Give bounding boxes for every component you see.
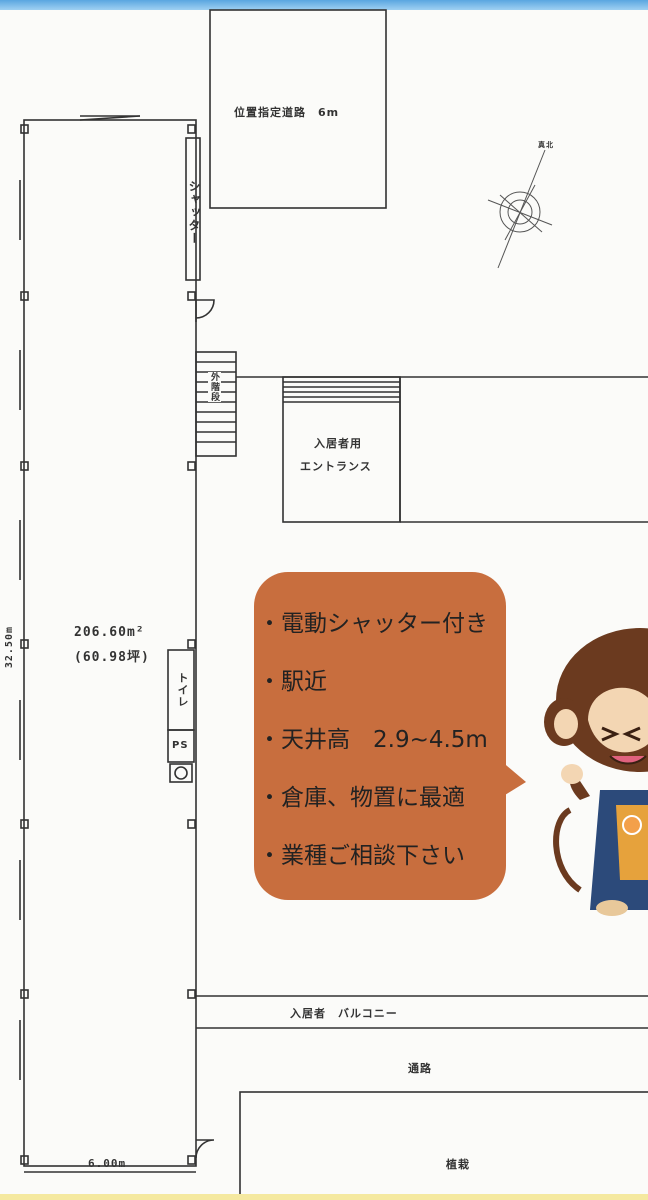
designated-road [209, 9, 387, 209]
orange-badge-icon [622, 815, 642, 835]
shutter-label: シャッター [187, 180, 201, 245]
passage-label: 通路 [408, 1062, 432, 1075]
road-label: 位置指定道路 6m [234, 106, 340, 119]
features-callout [254, 572, 506, 900]
feature-item: ・業種ご相談下さい [258, 843, 465, 869]
width-dimension: 6.00m [88, 1157, 127, 1170]
area-m2: 206.60m² [74, 625, 145, 640]
north-label: 真北 [538, 141, 554, 149]
feature-item: ・駅近 [258, 669, 327, 695]
feature-item: ・天井高 2.9~4.5m [258, 727, 488, 753]
feature-item: ・電動シャッター付き [258, 611, 488, 637]
compass [487, 149, 553, 269]
footer-bar [0, 1194, 648, 1200]
header-bar [0, 0, 648, 10]
depth-dimension: 32.50m [4, 626, 15, 669]
features-list: ・電動シャッター付き ・駅近 ・天井高 2.9~4.5m ・倉庫、物置に最適 ・… [258, 606, 488, 896]
outer-stairs [195, 351, 237, 457]
ps-label: PS [172, 740, 189, 751]
ps [167, 729, 195, 763]
shutter [185, 137, 201, 281]
unit-outline [23, 119, 197, 1167]
planting-label: 植栽 [446, 1158, 470, 1171]
balcony-label: 入居者 バルコニー [290, 1007, 398, 1020]
callout-pointer [500, 760, 526, 798]
stairs-label: 外階段 [208, 372, 221, 402]
area-tsubo: (60.98坪) [74, 650, 150, 665]
feature-item: ・倉庫、物置に最適 [258, 785, 465, 811]
entrance [282, 376, 401, 523]
monkey-mascot-icon [544, 628, 648, 916]
planting [239, 1091, 648, 1200]
entrance-label-2: エントランス [300, 460, 372, 473]
toilet-label: トイレ [176, 672, 189, 708]
entrance-label-1: 入居者用 [314, 437, 362, 450]
